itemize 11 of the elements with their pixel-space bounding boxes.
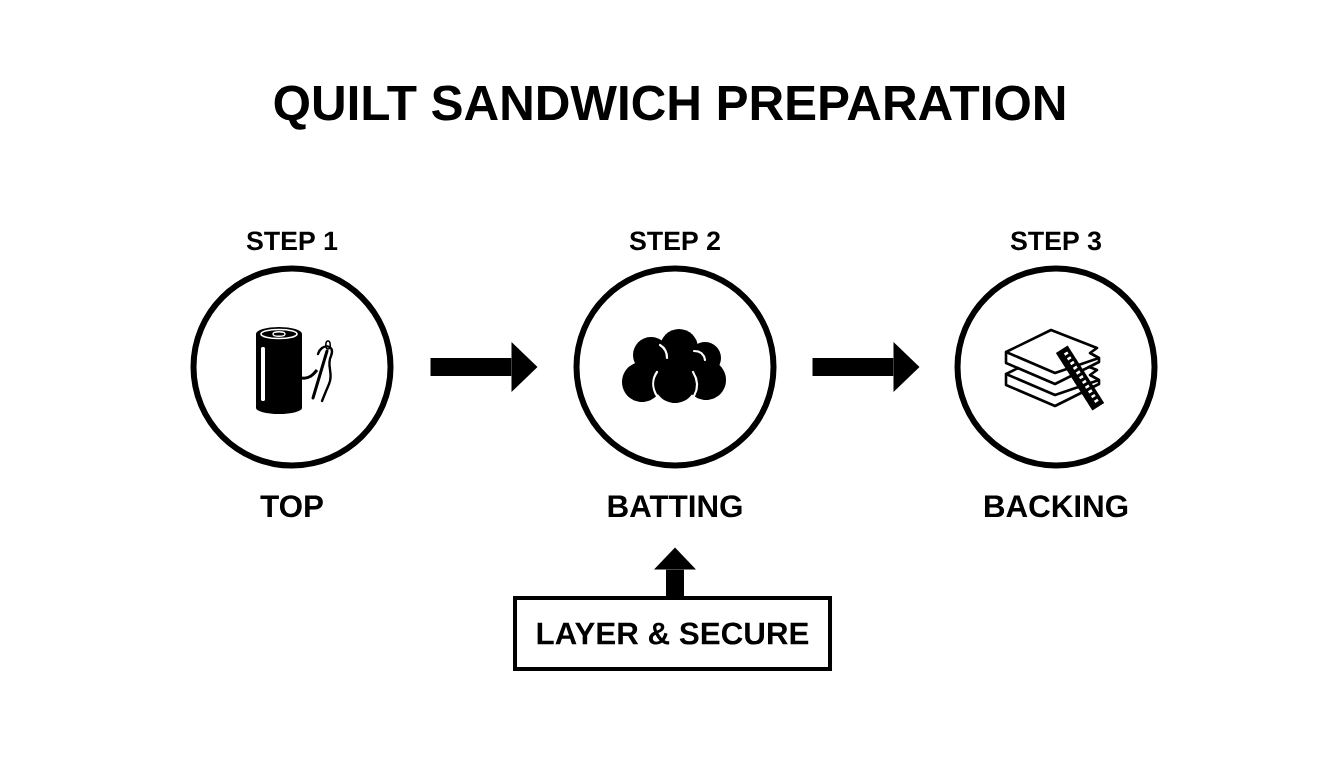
arrow	[654, 547, 696, 596]
step-heading: STEP 1	[246, 231, 338, 251]
step-label: BATTING	[608, 495, 742, 518]
step-heading: STEP 3	[1010, 231, 1101, 251]
process-box: LAYER & SECURE	[513, 596, 832, 671]
arrow	[812, 342, 920, 392]
arrow	[430, 342, 538, 392]
step-label: BACKING	[985, 495, 1128, 518]
step-heading: STEP 2	[629, 231, 720, 251]
step-label: TOP	[260, 495, 323, 518]
title: QUILT SANDWICH PREPARATION	[274, 85, 1065, 130]
